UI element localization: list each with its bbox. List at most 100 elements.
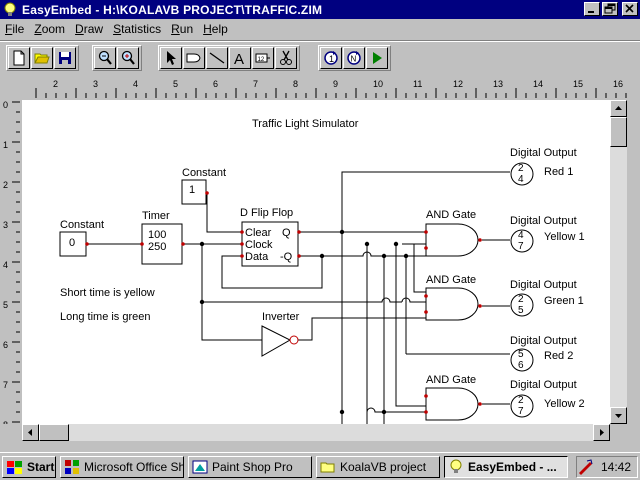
input-pin bbox=[424, 294, 428, 298]
arrow-up-icon bbox=[615, 106, 622, 110]
start-button[interactable]: Start bbox=[2, 456, 56, 478]
menu-draw[interactable]: Draw bbox=[70, 22, 108, 36]
menu-file[interactable]: File bbox=[0, 22, 29, 36]
menu-mnemonic: H bbox=[203, 21, 212, 36]
scroll-down-button[interactable] bbox=[610, 407, 627, 424]
value-tool-button[interactable]: 12 bbox=[252, 47, 274, 69]
office-icon bbox=[65, 460, 79, 474]
ruler-label: 13 bbox=[493, 79, 503, 89]
output-name: Red 2 bbox=[544, 350, 573, 362]
menu-zoom[interactable]: Zoom bbox=[29, 22, 70, 36]
line-tool-button[interactable] bbox=[206, 47, 228, 69]
menu-help[interactable]: Help bbox=[198, 22, 233, 36]
output-pin bbox=[297, 254, 301, 258]
zoom-out-button[interactable] bbox=[94, 47, 116, 69]
select-tool-button[interactable] bbox=[160, 47, 182, 69]
title-bar: EasyEmbed - H:\KOALAVB PROJECT\TRAFFIC.Z… bbox=[0, 0, 640, 19]
output-pin bbox=[181, 242, 185, 246]
input-pin bbox=[240, 230, 244, 234]
ruler-label: 4 bbox=[3, 260, 8, 270]
and-gate-label: AND Gate bbox=[426, 209, 476, 221]
step-button[interactable]: N bbox=[343, 47, 365, 69]
task-label: KoalaVB project bbox=[340, 460, 427, 474]
task-easyembed[interactable]: EasyEmbed - ... bbox=[444, 456, 568, 478]
and-gate-3[interactable]: AND Gate bbox=[424, 374, 482, 421]
ruler-label: 4 bbox=[133, 79, 138, 89]
zoom-in-button[interactable] bbox=[117, 47, 139, 69]
maximize-button[interactable] bbox=[602, 2, 618, 16]
toolbar-zoom-group bbox=[92, 45, 142, 71]
new-button[interactable] bbox=[8, 47, 30, 69]
wire-q-red1 bbox=[299, 171, 510, 233]
ruler-label: 8 bbox=[3, 420, 8, 424]
task-microsoft-office[interactable]: Microsoft Office Sh... bbox=[60, 456, 184, 478]
cut-button[interactable] bbox=[275, 47, 297, 69]
menu-label-rest: ile bbox=[12, 21, 25, 36]
digital-output-green-1[interactable]: Digital Output 2 5 Green 1 bbox=[510, 279, 584, 317]
junction-dot bbox=[381, 409, 387, 415]
run-button[interactable] bbox=[366, 47, 388, 69]
reset-button[interactable]: 1 bbox=[320, 47, 342, 69]
vertical-ruler-scale: 012345678 bbox=[3, 100, 20, 453]
digital-output-yellow-2[interactable]: Digital Output 2 7 Yellow 2 bbox=[510, 379, 585, 418]
text-tool-button[interactable]: A bbox=[229, 47, 251, 69]
easyembed-window: EasyEmbed - H:\KOALAVB PROJECT\TRAFFIC.Z… bbox=[0, 0, 640, 453]
ruler-label: 9 bbox=[333, 79, 338, 89]
junction-dot bbox=[393, 241, 399, 247]
constant-box bbox=[59, 231, 87, 257]
close-button[interactable] bbox=[622, 2, 638, 16]
digital-output-red-1[interactable]: Digital Output 2 4 Red 1 bbox=[510, 147, 577, 186]
inverter-block[interactable]: Inverter bbox=[261, 311, 300, 357]
menu-run[interactable]: Run bbox=[166, 22, 198, 36]
note-short-time: Short time is yellow bbox=[60, 287, 155, 299]
junction-dot bbox=[364, 241, 370, 247]
output-top-value: 4 bbox=[518, 230, 524, 241]
and-gate-2[interactable]: AND Gate bbox=[424, 274, 482, 321]
output-bottom-value: 4 bbox=[518, 174, 524, 185]
ruler-label: 2 bbox=[53, 79, 58, 89]
digital-output-red-2[interactable]: Digital Output 5 6 Red 2 bbox=[510, 335, 577, 372]
gate-tool-button[interactable] bbox=[183, 47, 205, 69]
output-name: Green 1 bbox=[544, 295, 584, 307]
scroll-left-button[interactable] bbox=[22, 424, 39, 441]
minimize-button[interactable] bbox=[584, 2, 600, 16]
horizontal-scroll-thumb[interactable] bbox=[39, 424, 69, 441]
constant-block-1[interactable]: Constant 1 bbox=[181, 167, 226, 205]
constant-block-0[interactable]: Constant 0 bbox=[59, 219, 104, 257]
task-koalavb-project[interactable]: KoalaVB project bbox=[316, 456, 440, 478]
menu-statistics[interactable]: Statistics bbox=[108, 22, 166, 36]
tray-pen-icon[interactable] bbox=[577, 459, 593, 475]
zoom-in-icon bbox=[121, 50, 135, 65]
vertical-scroll-thumb[interactable] bbox=[610, 117, 627, 147]
output-label: Digital Output bbox=[510, 379, 577, 391]
output-circle bbox=[510, 348, 534, 372]
tray-clock[interactable]: 14:42 bbox=[600, 460, 631, 474]
svg-text:1: 1 bbox=[329, 54, 334, 64]
circuit-canvas[interactable]: Traffic Light Simulator Short time is ye… bbox=[22, 100, 610, 424]
app-bulb-icon[interactable] bbox=[2, 2, 18, 18]
new-file-icon bbox=[13, 50, 25, 66]
horizontal-scrollbar[interactable] bbox=[22, 424, 610, 441]
digital-output-yellow-1[interactable]: Digital Output 4 7 Yellow 1 bbox=[510, 215, 585, 253]
wire-and2-col bbox=[413, 244, 426, 293]
restore-icon bbox=[604, 3, 616, 14]
timer-block[interactable]: Timer 100 250 bbox=[140, 210, 185, 265]
output-top-value: 5 bbox=[518, 349, 524, 360]
junction-dot bbox=[339, 229, 345, 235]
vertical-scrollbar[interactable] bbox=[610, 100, 627, 424]
open-button[interactable] bbox=[31, 47, 53, 69]
input-pin bbox=[240, 242, 244, 246]
ruler-label: 5 bbox=[3, 300, 8, 310]
ruler-label: 14 bbox=[533, 79, 543, 89]
save-button[interactable] bbox=[54, 47, 76, 69]
scroll-up-button[interactable] bbox=[610, 100, 627, 117]
ruler-label: 5 bbox=[173, 79, 178, 89]
output-bottom-value: 7 bbox=[518, 406, 524, 417]
task-paint-shop-pro[interactable]: Paint Shop Pro bbox=[188, 456, 312, 478]
run-play-icon bbox=[373, 52, 382, 64]
d-flip-flop-block[interactable]: D Flip Flop Clear Clock Data Q -Q bbox=[240, 207, 301, 267]
scroll-right-button[interactable] bbox=[593, 424, 610, 441]
and-gate-1[interactable]: AND Gate bbox=[424, 209, 482, 257]
constant-label: Constant bbox=[182, 167, 226, 179]
